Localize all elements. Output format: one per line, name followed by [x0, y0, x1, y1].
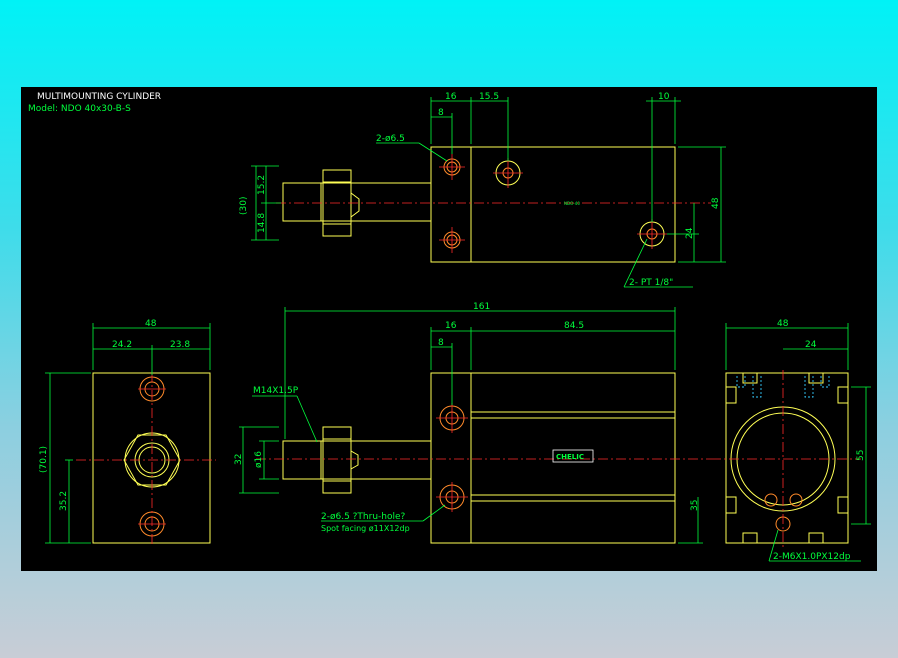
drawing-canvas: MULTIMOUNTING CYLINDER Model: NDO 40x30-…	[21, 87, 877, 571]
front-dim-16: 16	[445, 321, 457, 331]
front-logo-text: CHELIC	[556, 453, 584, 461]
front-dim-rod-dia: ø16	[254, 451, 264, 468]
top-dim-8: 8	[438, 108, 444, 118]
left-dim-23-8: 23.8	[170, 340, 190, 350]
top-dim-16: 16	[445, 92, 457, 102]
right-dim-55: 55	[856, 450, 866, 461]
cad-drawing: MULTIMOUNTING CYLINDER Model: NDO 40x30-…	[28, 92, 871, 562]
left-view: 48 24.2 23.8 (70.1) 35.2	[39, 319, 216, 545]
left-dim-24-2: 24.2	[112, 340, 132, 350]
front-thread-callout: M14X1.5P	[253, 386, 299, 396]
left-body	[92, 372, 211, 544]
front-hole-callout: 2-ø6.5 ?Thru-hole?	[321, 512, 406, 522]
drawing-model: Model: NDO 40x30-B-S	[28, 104, 131, 114]
right-view: 48 24 55 2-M6X1.0PX12dp	[711, 319, 871, 562]
front-dim-8: 8	[438, 338, 444, 348]
drawing-title: MULTIMOUNTING CYLINDER	[37, 92, 161, 102]
front-endcap	[430, 372, 472, 544]
top-port-callout: 2- PT 1/8"	[629, 278, 673, 288]
top-dim-14-8: 14.8	[257, 213, 267, 233]
left-dim-70-1: (70.1)	[39, 446, 49, 473]
front-dim-161: 161	[473, 302, 490, 312]
top-dim-30: (30)	[239, 197, 249, 215]
front-spot-facing: Spot facing ø11X12dp	[321, 524, 410, 533]
top-body	[470, 146, 676, 263]
front-body	[470, 372, 676, 544]
right-dim-24: 24	[805, 340, 817, 350]
left-dim-35-2: 35.2	[59, 491, 69, 511]
top-dim-15-5: 15.5	[479, 92, 499, 102]
left-dim-48: 48	[145, 319, 157, 329]
top-dim-48: 48	[711, 197, 721, 209]
front-dim-84-5: 84.5	[564, 321, 584, 331]
front-logo-plate	[552, 449, 594, 463]
front-dim-35: 35	[690, 500, 700, 511]
top-view: NDO-40 16 15.5 8 10 48 24 (30) 15.2 14.8	[239, 92, 726, 288]
top-rod-end	[282, 182, 322, 222]
right-dim-48: 48	[777, 319, 789, 329]
right-body	[725, 372, 849, 544]
top-center-note: NDO-40	[564, 201, 580, 206]
top-dim-10: 10	[658, 92, 670, 102]
top-hole-callout: 2-ø6.5	[376, 134, 405, 144]
front-nut	[322, 426, 352, 494]
top-dim-15-2: 15.2	[257, 175, 267, 195]
front-view: CHELIC 161 16 84.5 8 32 ø16 35 M14X1.5P …	[234, 302, 711, 544]
top-dim-24: 24	[685, 227, 695, 239]
right-thread-callout: 2-M6X1.0PX12dp	[773, 552, 851, 562]
front-dim-32: 32	[234, 454, 244, 465]
